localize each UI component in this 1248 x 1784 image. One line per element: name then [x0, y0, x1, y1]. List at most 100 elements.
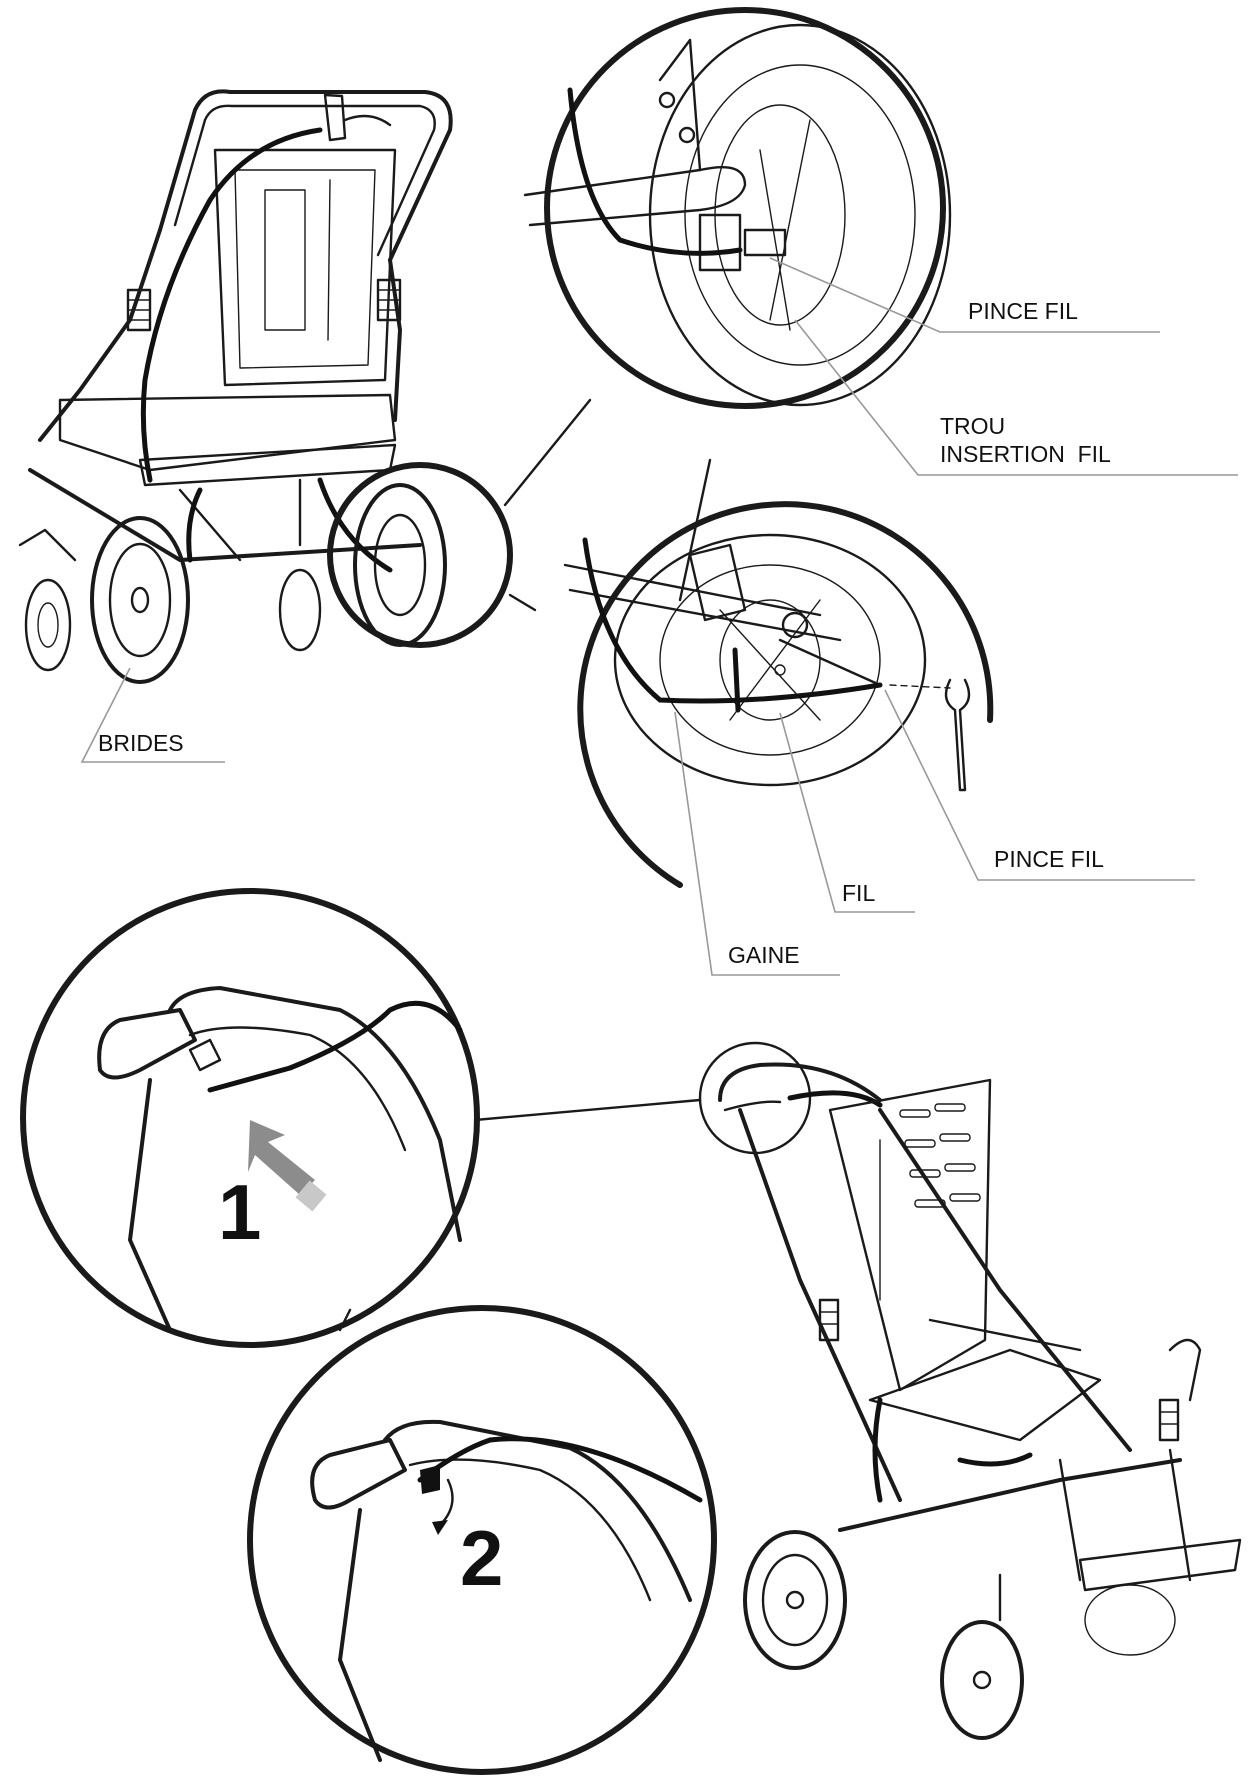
- step1-push-arrow: [248, 1120, 327, 1212]
- step2-cable-clip: [420, 1465, 440, 1494]
- seat-front-plate: [138, 443, 397, 487]
- step1-cable: [287, 1000, 463, 1071]
- arc-wheel-outer: [613, 533, 927, 787]
- arc-upright: [678, 458, 712, 602]
- detail-spoke-a: [759, 149, 791, 331]
- wrench-guide: [889, 684, 951, 689]
- side-seat: [868, 1348, 1102, 1442]
- side-rear-spring: [818, 1298, 840, 1342]
- detail-step-2: [247, 1305, 717, 1775]
- brake-cable-right: [317, 477, 393, 573]
- seat: [58, 393, 397, 472]
- arc-wheel-rim: [659, 564, 881, 756]
- arc-brake-arm: [778, 638, 882, 687]
- arc-spoke-a: [719, 609, 821, 721]
- step1-cable-end: [207, 1065, 293, 1093]
- label-fil: FIL: [842, 880, 876, 906]
- middle-caster: [278, 568, 322, 652]
- leader-brides: [80, 667, 225, 763]
- detail-brake-block: [698, 213, 742, 272]
- detail-brake-clamp: [523, 7, 952, 409]
- left-rear-rim: [108, 542, 172, 658]
- detail-brake-arm: [743, 228, 787, 257]
- detail-spoke-b: [769, 119, 811, 321]
- wrench: [944, 678, 971, 792]
- step2-handle-down: [338, 1508, 382, 1762]
- label-brides: BRIDES: [98, 730, 184, 756]
- push-handle: [158, 89, 453, 262]
- side-front-hinge: [1168, 1338, 1202, 1402]
- left-rear-wheel: [90, 516, 190, 684]
- leader-fil: [779, 712, 915, 913]
- side-rear-rim: [761, 1553, 829, 1647]
- arc-frame-tube-a: [563, 563, 822, 617]
- backrest: [213, 148, 397, 387]
- arc-mount-plate: [688, 543, 747, 622]
- detail-wheel-outer: [648, 23, 952, 407]
- detail-arc: [577, 501, 994, 888]
- left-front-caster: [24, 578, 72, 672]
- side-front-spring: [1158, 1398, 1180, 1442]
- left-spring: [126, 288, 152, 332]
- side-footrest: [1078, 1538, 1242, 1592]
- leader-pince-fil-top: [769, 257, 1160, 333]
- step2-rotate-arrowhead: [432, 1520, 448, 1535]
- step2-cable: [417, 1436, 703, 1503]
- brake-lever-grip: [343, 114, 392, 127]
- step2-rotate-arrow: [438, 1478, 454, 1527]
- step2-lever: [310, 1438, 407, 1510]
- backrest-rail: [327, 179, 331, 341]
- side-frame-front: [878, 1108, 1132, 1452]
- side-backrest-slots: [899, 1103, 981, 1208]
- detail-circle-wheel: [327, 462, 513, 648]
- detail-step-1: [20, 888, 480, 1348]
- detail-circle-step-2: [247, 1305, 717, 1775]
- side-push-handle: [718, 1062, 882, 1102]
- side-cable-under-seat: [957, 1452, 1033, 1467]
- side-far-wheel: [1084, 1584, 1176, 1656]
- leader-gaine: [674, 711, 840, 976]
- right-rear-rim: [373, 513, 427, 617]
- arc-axle-end: [781, 611, 809, 639]
- lower-brace: [178, 478, 302, 562]
- detail-circle-step-1: [20, 888, 480, 1348]
- connector-to-top-detail: [503, 398, 592, 507]
- label-trou-line1: TROU: [940, 413, 1006, 439]
- step1-lever: [97, 1008, 197, 1080]
- connector-step1-to-stroller: [473, 1098, 702, 1122]
- brake-cable: [140, 127, 323, 483]
- detail-wheel-rim: [684, 64, 916, 366]
- side-cable-lower: [872, 1397, 883, 1503]
- connector-to-arc-detail: [508, 593, 537, 612]
- step-number-1: 1: [218, 1168, 262, 1256]
- side-seat-bar: [928, 1318, 1082, 1352]
- step1-clip: [188, 1038, 222, 1072]
- step2-handle-outer: [383, 1419, 692, 1602]
- right-frame-tube: [388, 258, 402, 422]
- side-lower-frame: [838, 1458, 1182, 1532]
- side-rear-hub: [785, 1590, 805, 1610]
- detail-circle-top: [544, 7, 946, 409]
- brake-cable-lower: [186, 487, 203, 563]
- leader-trou: [794, 319, 1238, 476]
- detail-bolt-1: [658, 91, 676, 109]
- step1-handle-inner: [188, 1026, 407, 1152]
- right-spring: [376, 278, 402, 322]
- label-pince-fil-bottom: PINCE FIL: [994, 846, 1104, 872]
- step1-handle-down: [128, 1078, 172, 1332]
- backrest-panel: [234, 169, 376, 369]
- label-trou-line2: INSERTION FIL: [940, 441, 1111, 467]
- detail-bolt-2: [678, 126, 696, 144]
- stroller-rear-view: [18, 89, 453, 684]
- side-front-caster-hub: [972, 1670, 992, 1690]
- detail-cable-routing: [563, 458, 994, 888]
- arc-wheel-hub: [719, 599, 821, 721]
- side-lever: [723, 1100, 782, 1112]
- label-gaine: GAINE: [728, 942, 800, 968]
- side-backrest: [828, 1078, 992, 1392]
- connector-step1-to-step2: [338, 1308, 352, 1332]
- side-rear-wheel: [743, 1530, 847, 1670]
- step-number-2: 2: [460, 1514, 504, 1602]
